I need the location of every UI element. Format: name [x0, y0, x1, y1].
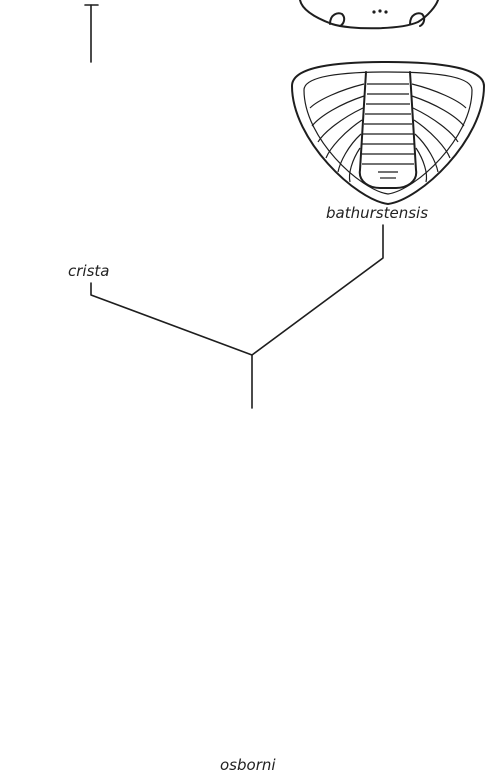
- crista-label: crista: [68, 262, 109, 280]
- bathurstensis-label: bathurstensis: [326, 204, 428, 222]
- bathurstensis-pygidium: [292, 62, 484, 204]
- bathurstensis-cephalon: [300, 0, 438, 28]
- osborni-label: osborni: [220, 756, 276, 774]
